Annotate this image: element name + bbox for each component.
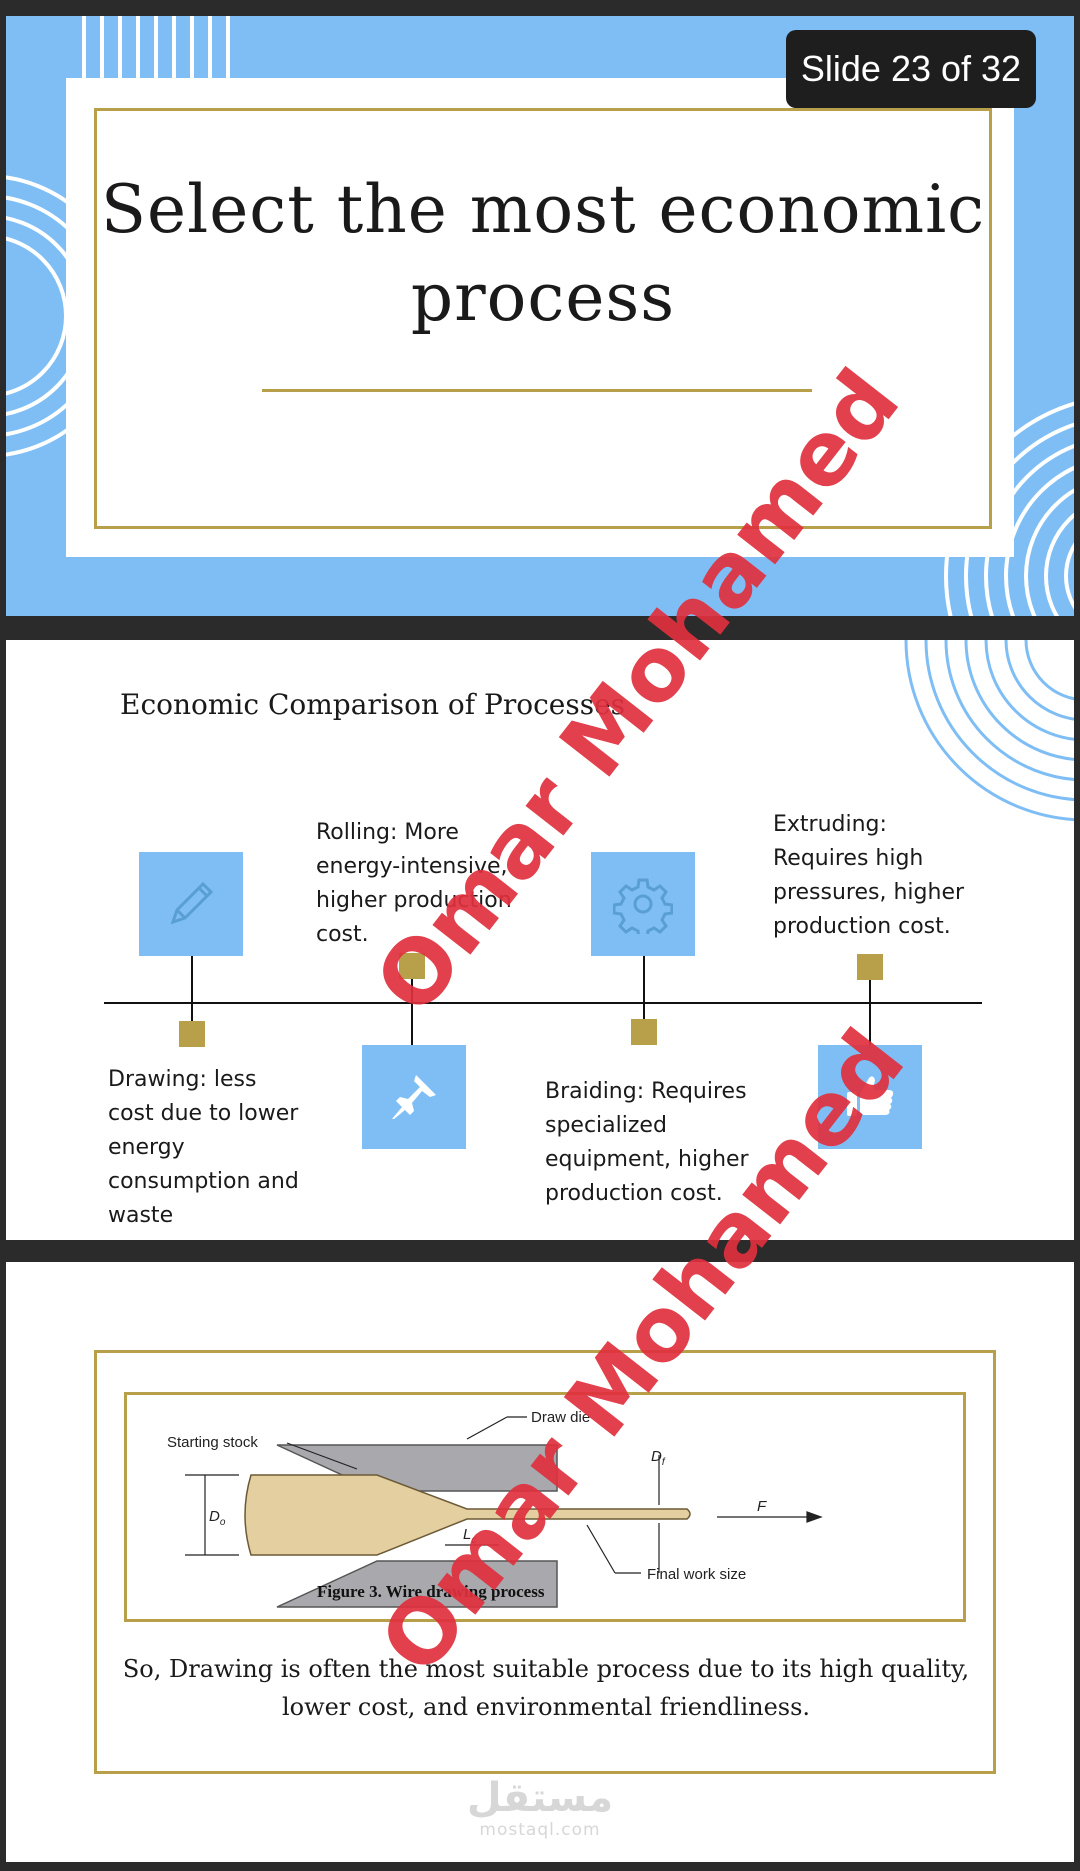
figure-caption: Figure 3. Wire drawing process — [317, 1582, 545, 1601]
gear-icon — [613, 878, 673, 934]
pushpin-icon-box — [362, 1045, 466, 1149]
title-underline — [262, 389, 812, 392]
timeline-marker — [179, 1021, 205, 1047]
title-frame — [94, 108, 992, 529]
do-label: Do — [209, 1508, 226, 1528]
mostaql-logo: مستقل mostaql.com — [0, 1776, 1080, 1840]
gear-icon-box — [591, 852, 695, 956]
timeline-stem — [869, 980, 871, 1045]
slide-3: Draw die Starting stock Do Df Lc F Final… — [6, 1262, 1074, 1862]
force-label: F — [757, 1498, 767, 1515]
extruding-note: Extruding: Requires high pressures, high… — [773, 812, 965, 939]
braiding-note: Braiding: Requires specialized equipment… — [545, 1079, 749, 1206]
thumbs-up-icon — [847, 1076, 894, 1116]
slide-1: Select the most economic process — [6, 16, 1074, 616]
timeline-stem — [191, 956, 193, 1003]
logo-arabic: مستقل — [466, 1775, 614, 1821]
conclusion-text: So, Drawing is often the most suitable p… — [122, 1655, 970, 1721]
wire-drawing-figure: Draw die Starting stock Do Df Lc F Final… — [167, 1409, 823, 1608]
logo-url: mostaql.com — [479, 1820, 601, 1840]
timeline-stem — [643, 956, 645, 1003]
starting-stock-label: Starting stock — [167, 1434, 258, 1451]
pushpin-icon — [392, 1075, 436, 1119]
timeline-marker — [631, 1019, 657, 1045]
draw-die-bottom — [276, 1560, 558, 1608]
timeline-marker — [399, 953, 425, 979]
final-work-size-label: Final work size — [647, 1566, 746, 1583]
rolling-note: Rolling: More energy-intensive, higher p… — [316, 820, 512, 947]
timeline-stem — [643, 1003, 645, 1019]
lc-label: Lc — [463, 1526, 476, 1546]
timeline-stem — [191, 1003, 193, 1021]
wire-stock — [244, 1474, 691, 1556]
timeline-marker — [857, 954, 883, 980]
content-frame — [94, 1350, 996, 1774]
pencil-icon — [170, 881, 214, 925]
slide-title: Select the most economic process — [100, 171, 986, 336]
thumbs-up-icon-box — [818, 1045, 922, 1149]
timeline-axis — [104, 1002, 982, 1004]
title-panel — [66, 78, 1014, 557]
df-label: Df — [651, 1448, 666, 1468]
slide-counter-badge: Slide 23 of 32 — [786, 30, 1036, 108]
figure-frame: Draw die Starting stock Do Df Lc F Final… — [124, 1392, 966, 1622]
comparison-title: Economic Comparison of Processes — [120, 688, 626, 721]
draw-die-label: Draw die — [531, 1409, 590, 1426]
timeline-stem — [411, 979, 413, 1045]
slide-2: Economic Comparison of Processes Drawing… — [6, 640, 1074, 1240]
drawing-note: Drawing: less cost due to lower energy c… — [108, 1067, 299, 1228]
pencil-icon-box — [139, 852, 243, 956]
